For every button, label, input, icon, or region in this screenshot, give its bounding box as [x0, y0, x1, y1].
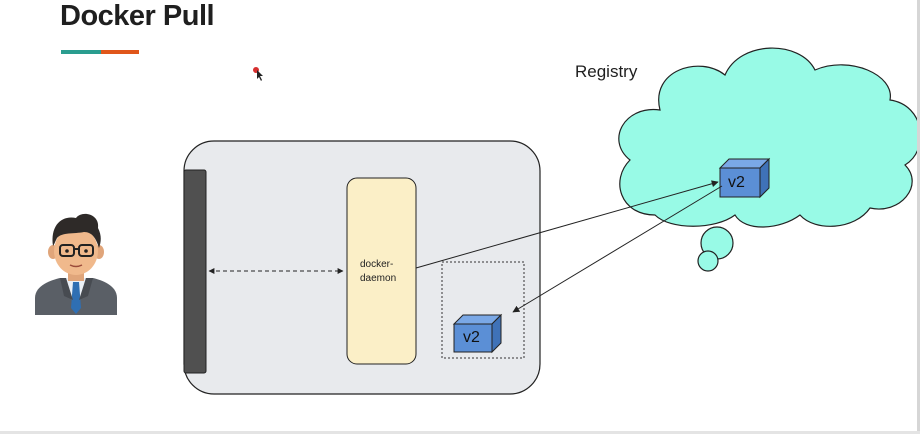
- window-right-edge: [917, 0, 920, 434]
- docker-daemon-box: [346, 177, 417, 365]
- docker-client-bar: [183, 169, 207, 374]
- local-image-area: [441, 261, 525, 359]
- docker-daemon-label: docker- daemon: [360, 259, 397, 284]
- user-avatar-icon: [35, 213, 117, 315]
- title-underline-teal: [61, 50, 101, 54]
- local-image-tag: v2: [463, 329, 480, 346]
- daemon-to-registry-arrow: [415, 180, 719, 269]
- window-bottom-edge: [0, 431, 920, 434]
- title-underline-orange: [101, 50, 139, 54]
- registry-to-local-arrow: [512, 185, 723, 313]
- slide-title: Docker Pull: [60, 0, 215, 32]
- registry-label: Registry: [575, 62, 638, 81]
- registry-image-cube-icon: [718, 157, 771, 199]
- title-underline: [61, 50, 139, 54]
- registry-cloud: [618, 47, 920, 272]
- cursor-icon: [253, 67, 263, 81]
- registry-image-tag: v2: [728, 174, 745, 191]
- local-image-cube-icon: [452, 313, 503, 354]
